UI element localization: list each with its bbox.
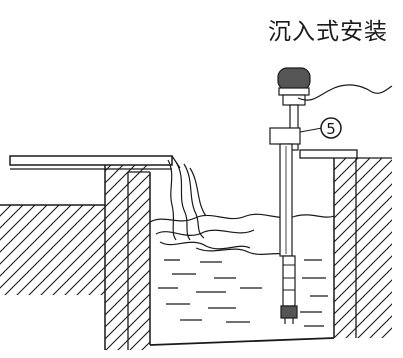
pit-right-wall-hatch <box>334 158 356 338</box>
inflow-line-3 <box>183 163 205 239</box>
callout-circle <box>320 117 342 139</box>
inflow <box>167 159 207 241</box>
pit-right-wall <box>299 149 392 338</box>
left-ground <box>0 204 105 295</box>
channel <box>9 155 181 170</box>
inflow-line-1 <box>167 159 177 241</box>
pit-left-wall <box>104 165 151 350</box>
water-turbulence-2 <box>195 247 291 257</box>
cable <box>297 84 393 101</box>
mounting-plate <box>299 149 358 159</box>
sensor-probe <box>282 255 296 307</box>
water-turbulence <box>159 241 251 250</box>
pit-bottom <box>149 337 335 346</box>
inflow-line-4 <box>189 167 207 217</box>
sensor-clamp <box>269 127 301 145</box>
right-ground-hatch <box>356 158 392 338</box>
callout-number: 5 <box>326 120 336 138</box>
water-level-marks <box>158 259 328 327</box>
left-ground-hatch <box>0 205 105 295</box>
channel-top-plate <box>9 155 173 166</box>
sensor-head-collar <box>278 87 310 96</box>
sensor-tip <box>280 305 298 319</box>
water <box>149 213 335 327</box>
sensor-connector <box>282 94 306 106</box>
callout-leader <box>299 127 323 133</box>
diagram-title: 沉入式安装 <box>268 19 388 45</box>
inflow-line-2 <box>175 161 191 241</box>
sensor <box>269 67 311 324</box>
water-surface <box>149 213 335 223</box>
sensor-head <box>277 67 311 91</box>
water-surface-ripple <box>155 229 255 237</box>
